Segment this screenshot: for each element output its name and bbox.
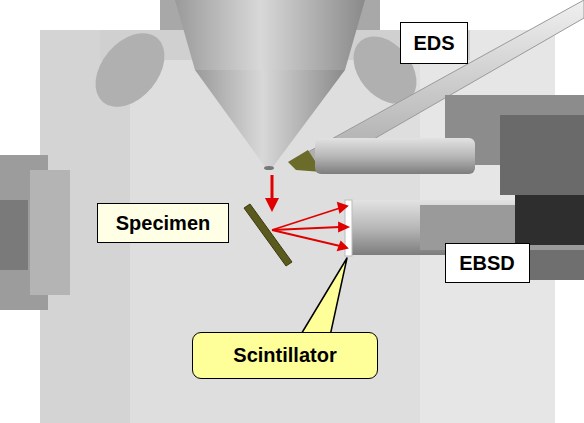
callout-label: EBSD	[459, 252, 515, 275]
callout-label: EDS	[413, 32, 454, 55]
callout-label: Specimen	[116, 212, 210, 235]
callout-bubble: Scintillator	[192, 332, 378, 379]
callout-box: EDS	[400, 22, 468, 64]
callout-box: EBSD	[445, 243, 530, 283]
callout-box: Specimen	[97, 203, 229, 243]
callout-label: Scintillator	[233, 344, 336, 367]
